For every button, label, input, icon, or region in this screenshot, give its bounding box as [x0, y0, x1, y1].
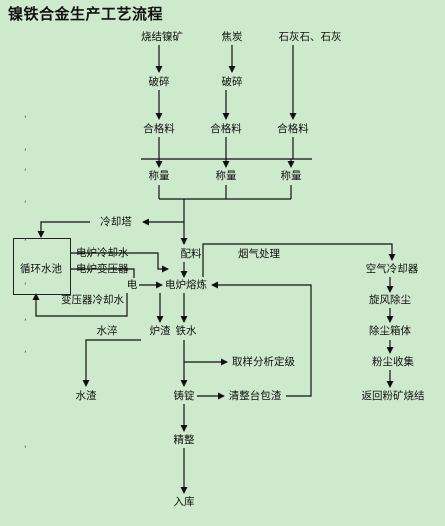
margin-mark: ‘ — [24, 168, 27, 178]
node-air-cooler: 空气冷却器 — [365, 263, 419, 275]
node-flue-gas: 烟气处理 — [238, 248, 280, 260]
edge-slag-water — [82, 339, 141, 387]
edge-pool-transformer — [70, 268, 135, 278]
margin-mark: ‘ — [24, 282, 27, 292]
node-qualified-1: 合格料 — [143, 123, 175, 135]
node-weigh-1: 称量 — [148, 170, 170, 182]
node-slag: 炉渣 — [149, 325, 171, 337]
node-sampling: 取样分析定级 — [232, 356, 295, 368]
node-water-slag: 水渣 — [75, 390, 97, 402]
node-limestone: 石灰石、石灰 — [278, 31, 342, 43]
node-batching: 配料 — [180, 248, 202, 260]
margin-mark: ‘ — [24, 318, 27, 328]
node-coke: 焦炭 — [221, 31, 243, 43]
node-qualified-3: 合格料 — [277, 123, 309, 135]
node-qualified-2: 合格料 — [210, 123, 242, 135]
margin-mark: ‘ — [24, 445, 27, 455]
node-transformer-cooling-water: 变压器冷却水 — [61, 294, 124, 306]
node-weigh-3: 称量 — [280, 170, 302, 182]
node-electric: 电 — [126, 279, 138, 291]
node-storage: 入库 — [173, 496, 195, 508]
margin-mark: ‘ — [24, 200, 27, 210]
node-weigh-2: 称量 — [215, 170, 237, 182]
page-title: 镍铁合金生产工艺流程 — [8, 5, 164, 23]
margin-mark: ‘ — [24, 115, 27, 125]
node-water-quench: 水淬 — [96, 325, 118, 337]
node-furnace-cooling-water: 电炉冷却水 — [76, 247, 129, 259]
node-cooling-tower: 冷却塔 — [100, 216, 132, 228]
node-ore: 烧结镍矿 — [141, 31, 183, 43]
node-furnace-transformer: 电炉变压器 — [76, 263, 129, 275]
edge-transformer-pool — [32, 293, 128, 317]
node-crush-2: 破碎 — [221, 76, 243, 88]
node-bag-filter: 除尘箱体 — [369, 325, 411, 337]
node-cyclone: 旋风除尘 — [369, 294, 411, 306]
margin-mark: ‘ — [24, 148, 27, 158]
node-smelting: 电炉熔炼 — [165, 279, 207, 291]
node-finishing: 精整 — [173, 434, 195, 446]
node-iron: 铁水 — [175, 325, 197, 337]
node-dust-collect: 粉尘收集 — [372, 356, 414, 368]
node-casting: 铸锭 — [173, 390, 195, 402]
node-crush-1: 破碎 — [148, 76, 170, 88]
edge-pool-furnace — [70, 252, 169, 273]
edge-cooltower-pool — [37, 221, 90, 238]
node-circulation-pool: 循环水池 — [20, 263, 62, 275]
edge-smelt-flue — [202, 243, 396, 277]
node-ladle-slag: 清整台包渣 — [228, 390, 282, 402]
margin-mark: ‘ — [24, 350, 27, 360]
edge-ladle-return — [211, 281, 312, 397]
margin-mark: ‘ — [24, 238, 27, 248]
circulation-pool-box — [13, 238, 71, 295]
node-return-sinter: 返回粉矿烧结 — [361, 390, 425, 402]
